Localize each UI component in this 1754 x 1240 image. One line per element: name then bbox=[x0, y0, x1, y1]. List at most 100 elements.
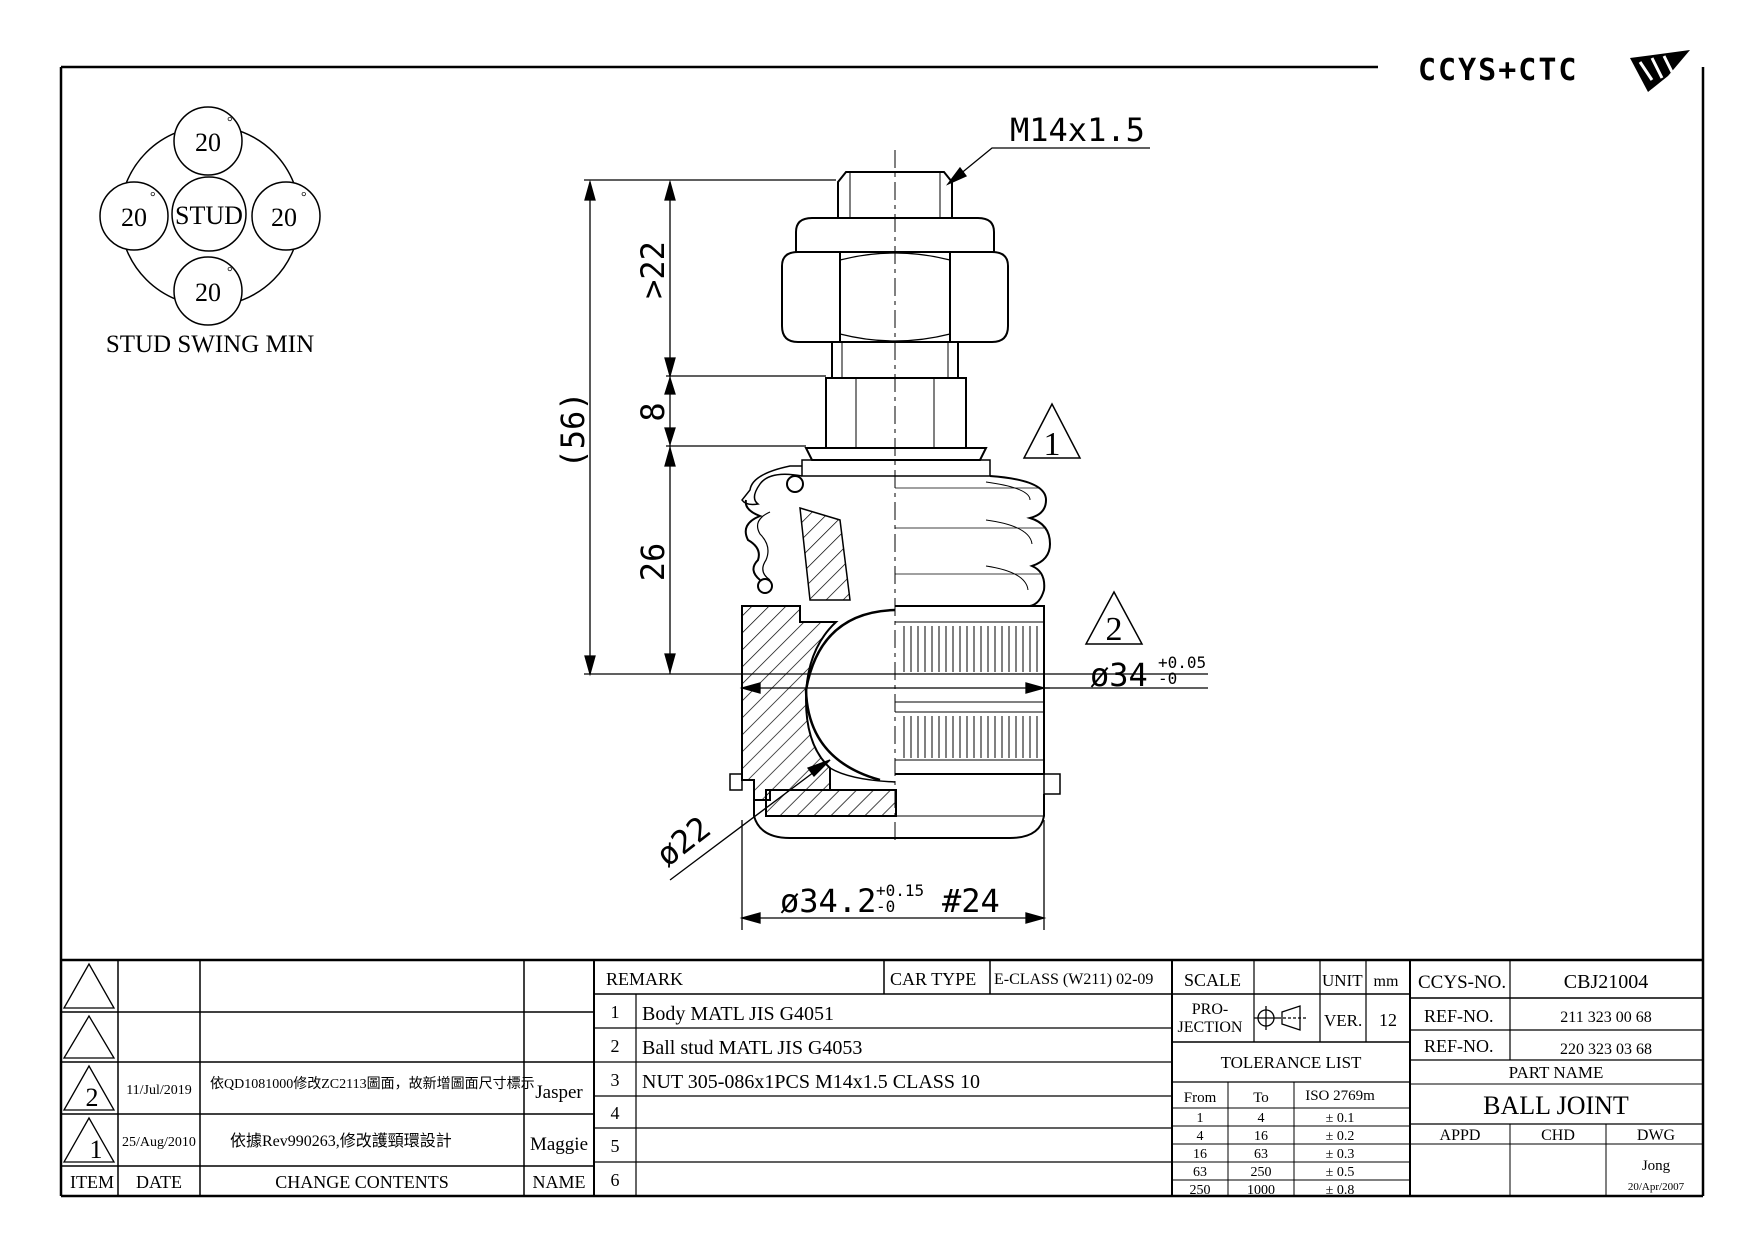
tolerance-cell: 4 bbox=[1197, 1129, 1204, 1144]
housing-dia-tol-upper: +0.05 bbox=[1158, 653, 1206, 672]
base-dia-tol-lower: -0 bbox=[876, 897, 895, 916]
ver-value: 12 bbox=[1379, 1010, 1397, 1030]
boot-clip-top bbox=[786, 475, 804, 493]
dust-boot bbox=[989, 475, 1052, 607]
unit-label: UNIT bbox=[1322, 971, 1363, 990]
drawing-frame bbox=[59, 65, 1705, 1198]
housing-dia-tol-lower: -0 bbox=[1158, 669, 1177, 688]
tolerance-cell: ± 0.3 bbox=[1326, 1147, 1355, 1162]
title-block-text: 2 11/Jul/2019 依QD1081000修改ZC2113圖面，故新增圖面… bbox=[70, 969, 1685, 1198]
serration-label: #24 bbox=[942, 882, 1000, 920]
revision-date: 11/Jul/2019 bbox=[126, 1083, 192, 1098]
remark-no: 6 bbox=[611, 1170, 620, 1190]
appd-label: APPD bbox=[1440, 1127, 1481, 1144]
revision-mark-2: 2 bbox=[1106, 611, 1123, 648]
tolerance-cell: 250 bbox=[1251, 1165, 1272, 1180]
swing-circle-top bbox=[173, 106, 243, 176]
tolerance-title: TOLERANCE LIST bbox=[1221, 1053, 1362, 1072]
company-logo: CCYS+CTC bbox=[1418, 50, 1690, 92]
housing-base bbox=[753, 794, 1045, 839]
hex-nut bbox=[781, 251, 1009, 343]
housing-serration bbox=[903, 626, 1038, 758]
degree-mark: ° bbox=[301, 190, 307, 205]
part-name-label: PART NAME bbox=[1509, 1063, 1604, 1082]
ball-dia-label: ø22 bbox=[649, 809, 718, 875]
tolerance-cell: 1000 bbox=[1247, 1183, 1275, 1198]
revision-header-item: ITEM bbox=[70, 1172, 114, 1192]
revision-header-name: NAME bbox=[533, 1172, 586, 1192]
remark-label: REMARK bbox=[606, 969, 683, 989]
tolerance-cell: 250 bbox=[1190, 1183, 1211, 1198]
ball-joint-drawing bbox=[729, 150, 1061, 842]
ver-label: VER. bbox=[1324, 1011, 1362, 1030]
remark-no: 5 bbox=[611, 1136, 620, 1156]
tolerance-cell: 63 bbox=[1254, 1147, 1268, 1162]
swing-circle-right bbox=[251, 181, 321, 251]
revision-date: 25/Aug/2010 bbox=[122, 1135, 196, 1150]
revision-item: 2 bbox=[86, 1083, 99, 1112]
scale-label: SCALE bbox=[1184, 970, 1241, 990]
boot-clip-bottom bbox=[757, 578, 773, 594]
revision-change: 依據Rev990263,修改護頸環設計 bbox=[230, 1132, 452, 1150]
tolerance-cell: 4 bbox=[1258, 1111, 1265, 1126]
housing-section bbox=[741, 605, 839, 801]
base-dia-label: ø34.2 bbox=[780, 882, 876, 920]
ref-label: REF-NO. bbox=[1424, 1036, 1494, 1056]
revision-triangle-icon bbox=[1084, 590, 1144, 645]
remark-no: 4 bbox=[611, 1103, 620, 1123]
nut-washer bbox=[795, 217, 995, 253]
stud-collar bbox=[804, 447, 988, 461]
projection-label: PRO- bbox=[1192, 1001, 1228, 1018]
thread-length-label: >22 bbox=[634, 241, 672, 299]
remark-text: Ball stud MATL JIS G4053 bbox=[642, 1037, 862, 1059]
tolerance-cell: 16 bbox=[1193, 1147, 1207, 1162]
revision-mark-1: 1 bbox=[1044, 426, 1061, 463]
projection-symbol-icon bbox=[1254, 1005, 1306, 1031]
boot-seal-section bbox=[799, 506, 851, 601]
body-height-label: 26 bbox=[634, 543, 672, 582]
ccys-no: CBJ21004 bbox=[1564, 971, 1648, 993]
tolerance-cell: 63 bbox=[1193, 1165, 1207, 1180]
ball-stud-ball bbox=[804, 608, 896, 782]
tolerance-cell: ± 0.5 bbox=[1326, 1165, 1355, 1180]
housing-flange bbox=[1043, 773, 1061, 795]
revision-header-date: DATE bbox=[136, 1172, 182, 1192]
stud-label: STUD bbox=[175, 201, 243, 230]
remark-no: 1 bbox=[611, 1002, 620, 1022]
swing-angle-bottom: 20 bbox=[195, 278, 221, 307]
dimensions bbox=[584, 147, 1208, 930]
tolerance-header: To bbox=[1253, 1090, 1269, 1106]
unit-value: mm bbox=[1374, 973, 1399, 990]
revision-name: Jasper bbox=[535, 1082, 583, 1103]
dwg-name: Jong bbox=[1642, 1158, 1671, 1174]
stud-neck bbox=[825, 377, 967, 449]
base-dia-tol-upper: +0.15 bbox=[876, 881, 924, 900]
swing-circle-bottom bbox=[173, 256, 243, 326]
revision-triangle-icon bbox=[1022, 402, 1082, 459]
revision-item: 1 bbox=[90, 1135, 103, 1164]
logo-text: CCYS+CTC bbox=[1418, 53, 1579, 88]
car-type-value: E-CLASS (W211) 02-09 bbox=[994, 971, 1153, 988]
tolerance-header: From bbox=[1184, 1090, 1217, 1106]
degree-mark: ° bbox=[150, 190, 156, 205]
swing-circle-left bbox=[99, 181, 169, 251]
tolerance-cell: ± 0.1 bbox=[1326, 1111, 1355, 1126]
tolerance-cell: 1 bbox=[1197, 1111, 1204, 1126]
remark-no: 2 bbox=[611, 1036, 620, 1056]
degree-mark: ° bbox=[227, 265, 233, 280]
projection-label: JECTION bbox=[1178, 1019, 1243, 1036]
thread-leader bbox=[947, 147, 1150, 185]
swing-angle-top: 20 bbox=[195, 128, 221, 157]
swing-circle-center bbox=[171, 176, 247, 252]
stud-swing-caption: STUD SWING MIN bbox=[106, 331, 314, 358]
revision-header-change: CHANGE CONTENTS bbox=[275, 1172, 449, 1192]
tolerance-cell: ± 0.2 bbox=[1326, 1129, 1355, 1144]
remark-no: 3 bbox=[611, 1070, 620, 1090]
housing-outer bbox=[895, 605, 1045, 775]
swing-angle-right: 20 bbox=[271, 203, 297, 232]
thread-spec-label: M14x1.5 bbox=[1010, 111, 1145, 149]
part-name: BALL JOINT bbox=[1483, 1091, 1629, 1120]
remark-text: NUT 305-086x1PCS M14x1.5 CLASS 10 bbox=[642, 1071, 980, 1093]
neck-length-label: 8 bbox=[634, 402, 672, 421]
